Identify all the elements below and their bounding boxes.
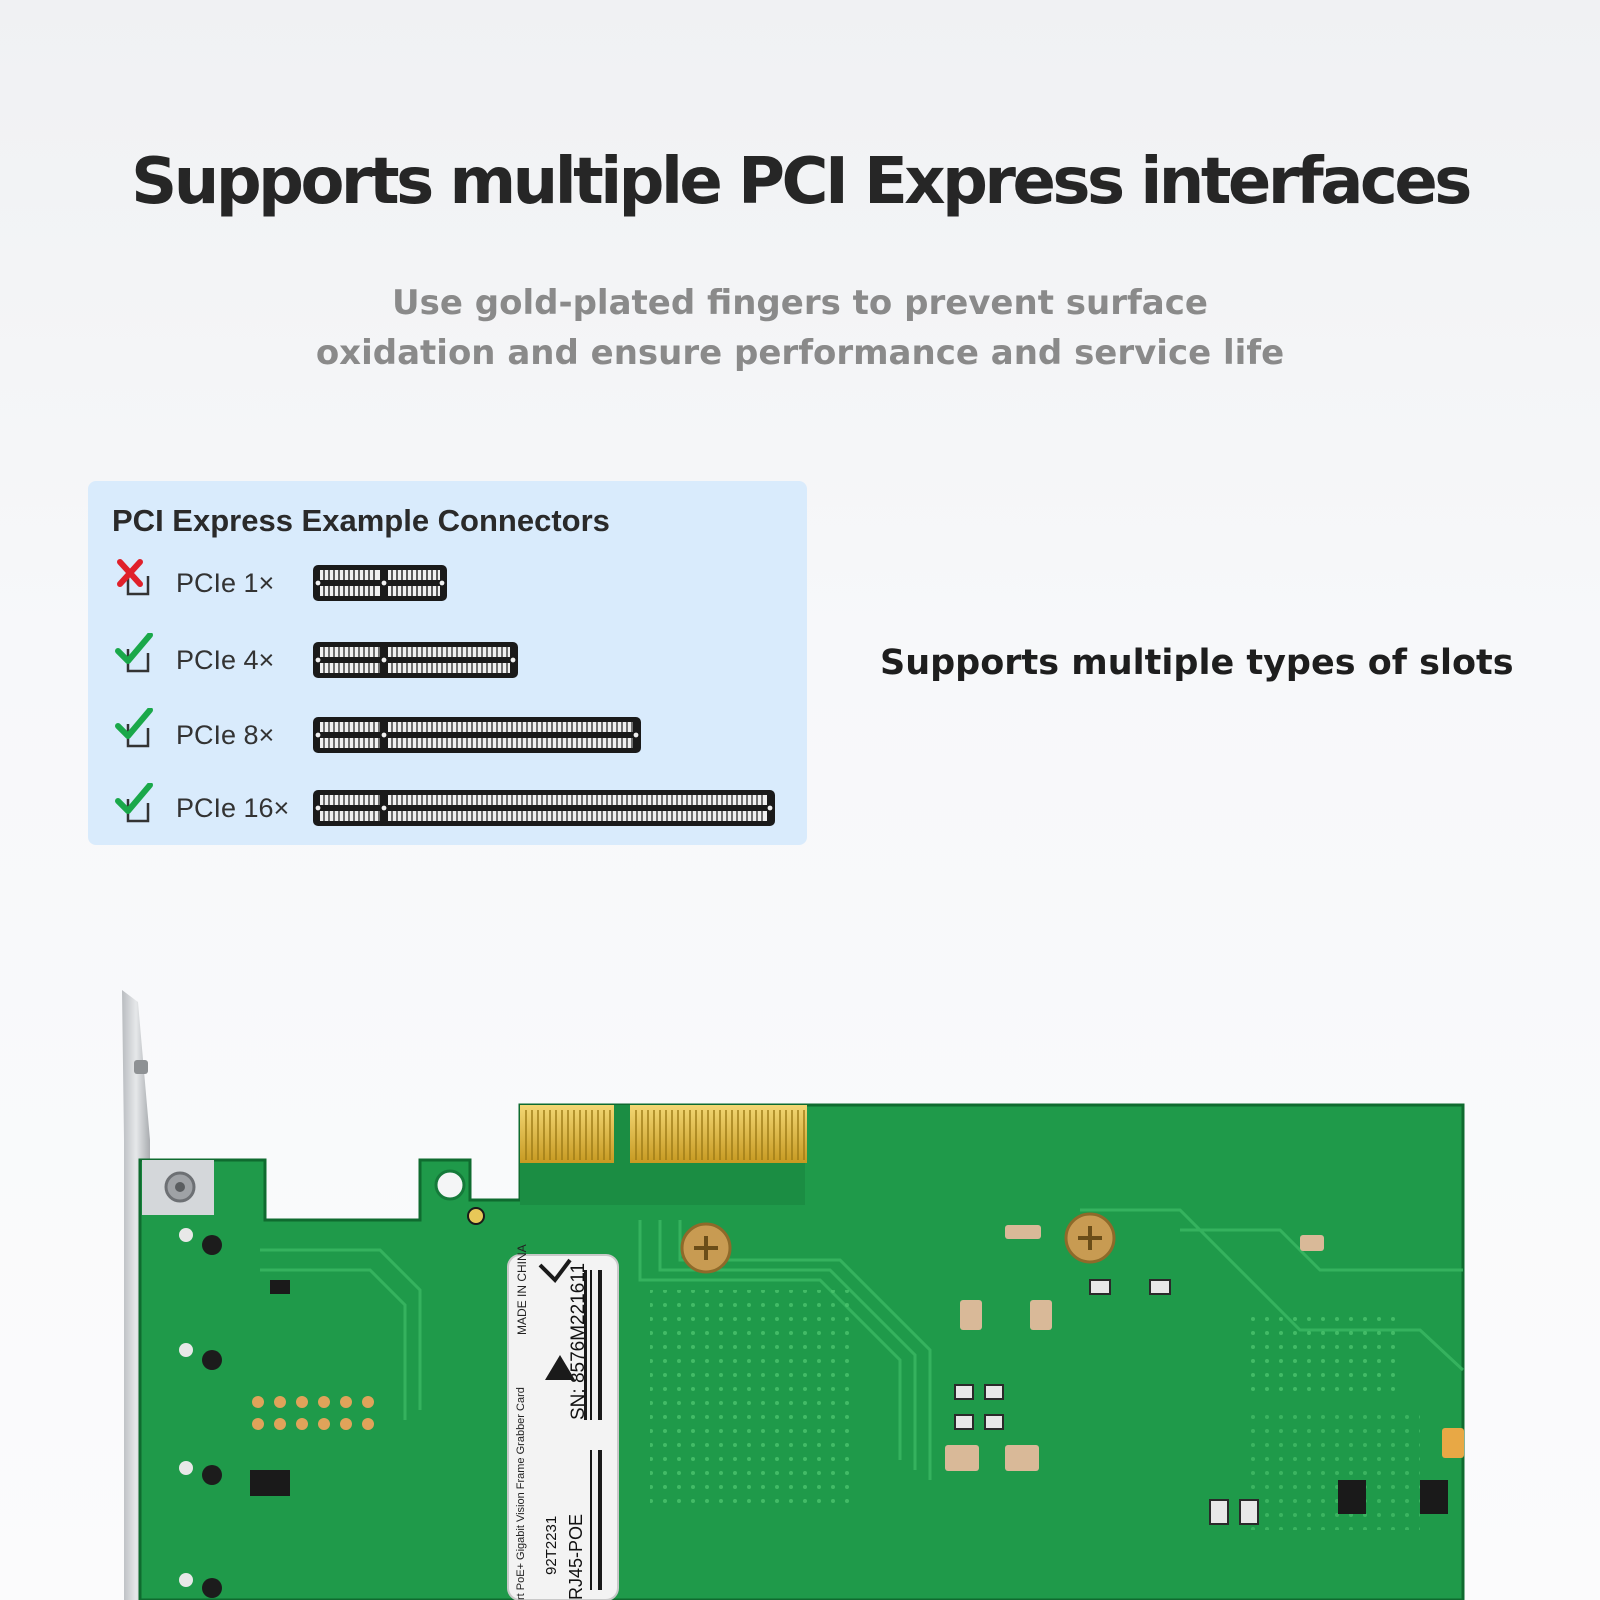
pcie-card-image: MADE IN CHINA SN: 8576M221611 92T2231 RJ… (122, 990, 1465, 1600)
standoff-screw-right (1064, 1212, 1116, 1264)
pcie-4x-slot-icon (313, 642, 518, 678)
red-x-icon (117, 559, 150, 596)
label-serial-text: SN: 8576M221611 (568, 1263, 589, 1420)
slot-pins (323, 647, 508, 673)
gold-finger-lines (525, 1110, 805, 1160)
page-title: Supports multiple PCI Express interfaces (131, 145, 1472, 219)
label-code-text: 92T2231 (543, 1516, 560, 1575)
slot-support-caption: Supports multiple types of slots (880, 643, 1514, 683)
pad-grid (252, 1396, 374, 1430)
pcie-8x-slot-icon (313, 717, 641, 753)
subtitle-line-2: oxidation and ensure performance and ser… (315, 333, 1285, 373)
connectors-panel: PCI Express Example Connectors PCIe 1× (88, 481, 807, 845)
label-desc-text: rt PoE+ Gigabit Vision Frame Grabber Car… (515, 1387, 527, 1600)
standoff-screw-left (680, 1222, 732, 1274)
subtitle-line-1: Use gold-plated fingers to prevent surfa… (392, 283, 1208, 323)
connector-label: PCIe 1× (176, 568, 275, 598)
port-studs (202, 1235, 222, 1598)
pcie-1x-slot-icon (313, 565, 447, 601)
connector-row-pcie-4x: PCIe 4× (88, 633, 807, 693)
product-label: MADE IN CHINA SN: 8576M221611 92T2231 RJ… (507, 1244, 619, 1600)
gold-fingers-short (520, 1105, 614, 1163)
pcie-16x-slot-icon (313, 790, 775, 826)
green-check-icon (115, 633, 153, 673)
connector-row-pcie-8x: PCIe 8× (88, 708, 807, 768)
label-origin-text: MADE IN CHINA (515, 1244, 529, 1335)
label-model-text: RJ45-POE (566, 1514, 586, 1600)
connector-row-pcie-1x: PCIe 1× (88, 556, 807, 616)
connectors-panel-title: PCI Express Example Connectors (112, 503, 610, 538)
connector-row-pcie-16x: PCIe 16× (88, 783, 807, 843)
connector-label: PCIe 4× (176, 645, 275, 675)
connector-label: PCIe 16× (176, 793, 290, 823)
connector-label: PCIe 8× (176, 720, 275, 750)
green-check-icon (115, 708, 153, 748)
green-check-icon (115, 783, 153, 823)
